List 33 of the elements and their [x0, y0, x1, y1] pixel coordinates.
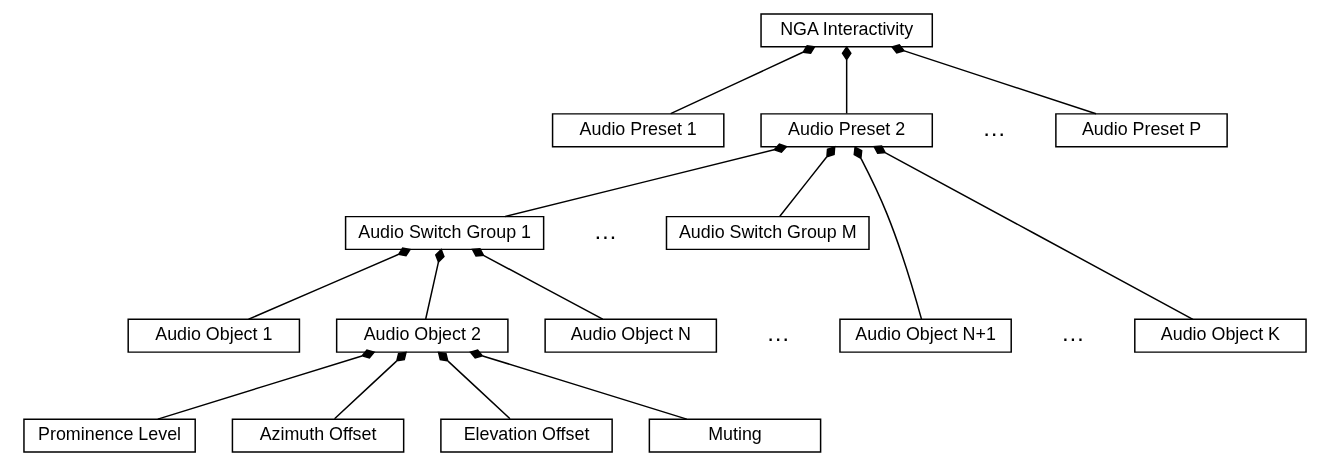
connector: [157, 349, 376, 420]
label: …: [766, 319, 791, 347]
node-box: Audio Object 1: [127, 318, 301, 353]
connector: [853, 145, 923, 320]
node-box: Audio Preset 1: [551, 113, 725, 148]
connector: [872, 145, 1194, 321]
node-box: Audio Preset P: [1055, 113, 1228, 148]
node-box: Audio Switch Group M: [665, 215, 870, 251]
node-box: Audio Object 2: [335, 318, 509, 353]
connector: [669, 44, 816, 115]
node-box: Audio Object K: [1134, 318, 1307, 353]
connector: [333, 351, 407, 420]
node-box: Azimuth Offset: [231, 418, 405, 453]
connector: [437, 351, 511, 420]
connector: [504, 143, 788, 218]
node-box: Elevation Offset: [440, 418, 613, 453]
connector: [471, 247, 604, 320]
connector: [841, 45, 852, 115]
node-box: NGA Interactivity: [760, 13, 934, 48]
connector: [469, 349, 688, 420]
node-box: Prominence Level: [23, 418, 196, 453]
connector: [779, 145, 836, 217]
node-box: Audio Preset 2: [760, 113, 934, 148]
connector: [890, 44, 1097, 115]
label: …: [593, 216, 618, 244]
label: …: [982, 113, 1006, 141]
connector: [247, 247, 412, 320]
node-box: Audio Object N+1: [839, 318, 1012, 353]
node-box: Muting: [648, 418, 822, 453]
node-box: Audio Switch Group 1: [344, 215, 545, 251]
label: …: [1061, 319, 1085, 347]
node-box: Audio Object N: [544, 318, 718, 353]
connector: [424, 248, 445, 320]
